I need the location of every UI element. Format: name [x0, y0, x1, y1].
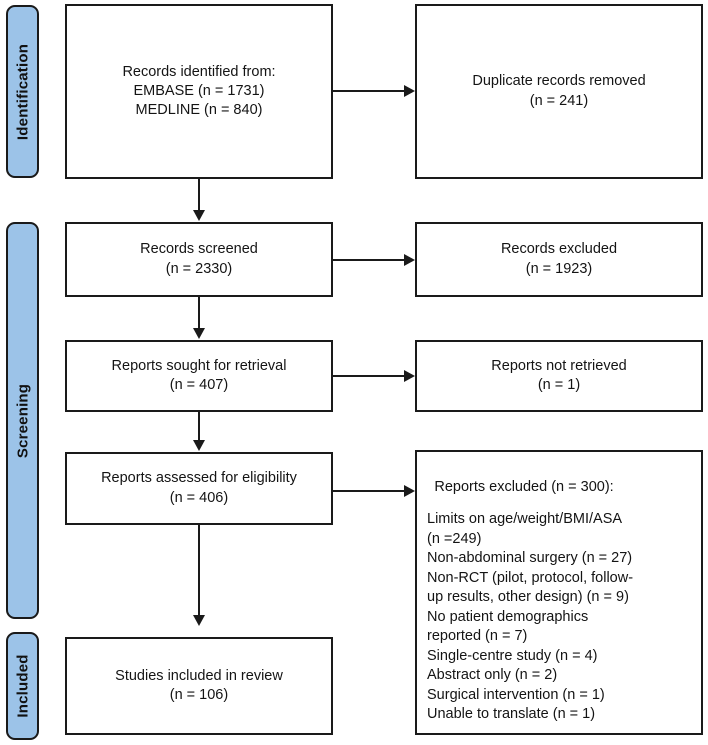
arrowhead-sought-to-not-retrieved: [404, 369, 415, 382]
box-studies-included-text: Studies included in review (n = 106): [115, 667, 283, 703]
box-records-screened: Records screened (n = 2330): [65, 222, 333, 297]
stage-pill-included: Included: [6, 632, 39, 740]
box-studies-included: Studies included in review (n = 106): [65, 637, 333, 735]
arrowhead-identified-to-duplicates: [404, 84, 415, 97]
box-reports-sought: Reports sought for retrieval (n = 407): [65, 340, 333, 412]
arrowhead-screened-to-sought: [192, 328, 205, 339]
connector-assessed-to-included: [198, 525, 200, 616]
box-reports-assessed-text: Reports assessed for eligibility (n = 40…: [101, 470, 297, 506]
box-reports-not-retrieved: Reports not retrieved (n = 1): [415, 340, 703, 412]
box-reports-assessed: Reports assessed for eligibility (n = 40…: [65, 452, 333, 525]
connector-identified-to-duplicates: [333, 90, 406, 92]
stage-label-identification: Identification: [14, 43, 31, 140]
connector-assessed-to-excluded: [333, 490, 406, 492]
stage-pill-identification: Identification: [6, 5, 39, 178]
arrowhead-assessed-to-excluded: [404, 484, 415, 497]
box-reports-excluded-reasons: Limits on age/weight/BMI/ASA (n =249) No…: [427, 511, 634, 722]
box-duplicates-removed-text: Duplicate records removed (n = 241): [472, 73, 646, 109]
stage-label-screening: Screening: [14, 383, 31, 458]
connector-screened-to-excluded: [333, 259, 406, 261]
arrowhead-identified-to-screened: [192, 210, 205, 221]
box-duplicates-removed: Duplicate records removed (n = 241): [415, 4, 703, 179]
arrowhead-screened-to-excluded: [404, 253, 415, 266]
box-reports-excluded: Reports excluded (n = 300): Limits on age…: [415, 450, 703, 735]
box-records-identified-text: Records identified from: EMBASE (n = 173…: [122, 63, 276, 119]
connector-sought-to-assessed: [198, 412, 200, 441]
box-reports-not-retrieved-text: Reports not retrieved (n = 1): [491, 357, 627, 393]
arrowhead-assessed-to-included: [192, 615, 205, 626]
box-records-excluded: Records excluded (n = 1923): [415, 222, 703, 297]
connector-sought-to-not-retrieved: [333, 375, 406, 377]
arrowhead-sought-to-assessed: [192, 440, 205, 451]
box-reports-excluded-title: Reports excluded (n = 300):: [434, 478, 614, 495]
stage-label-included: Included: [14, 654, 31, 718]
connector-screened-to-sought: [198, 297, 200, 329]
box-records-excluded-text: Records excluded (n = 1923): [500, 241, 618, 277]
connector-identified-to-screened: [198, 179, 200, 211]
box-records-identified: Records identified from: EMBASE (n = 173…: [65, 4, 333, 179]
box-records-screened-text: Records screened (n = 2330): [140, 241, 258, 277]
stage-pill-screening: Screening: [6, 222, 39, 619]
box-reports-sought-text: Reports sought for retrieval (n = 407): [111, 357, 287, 393]
